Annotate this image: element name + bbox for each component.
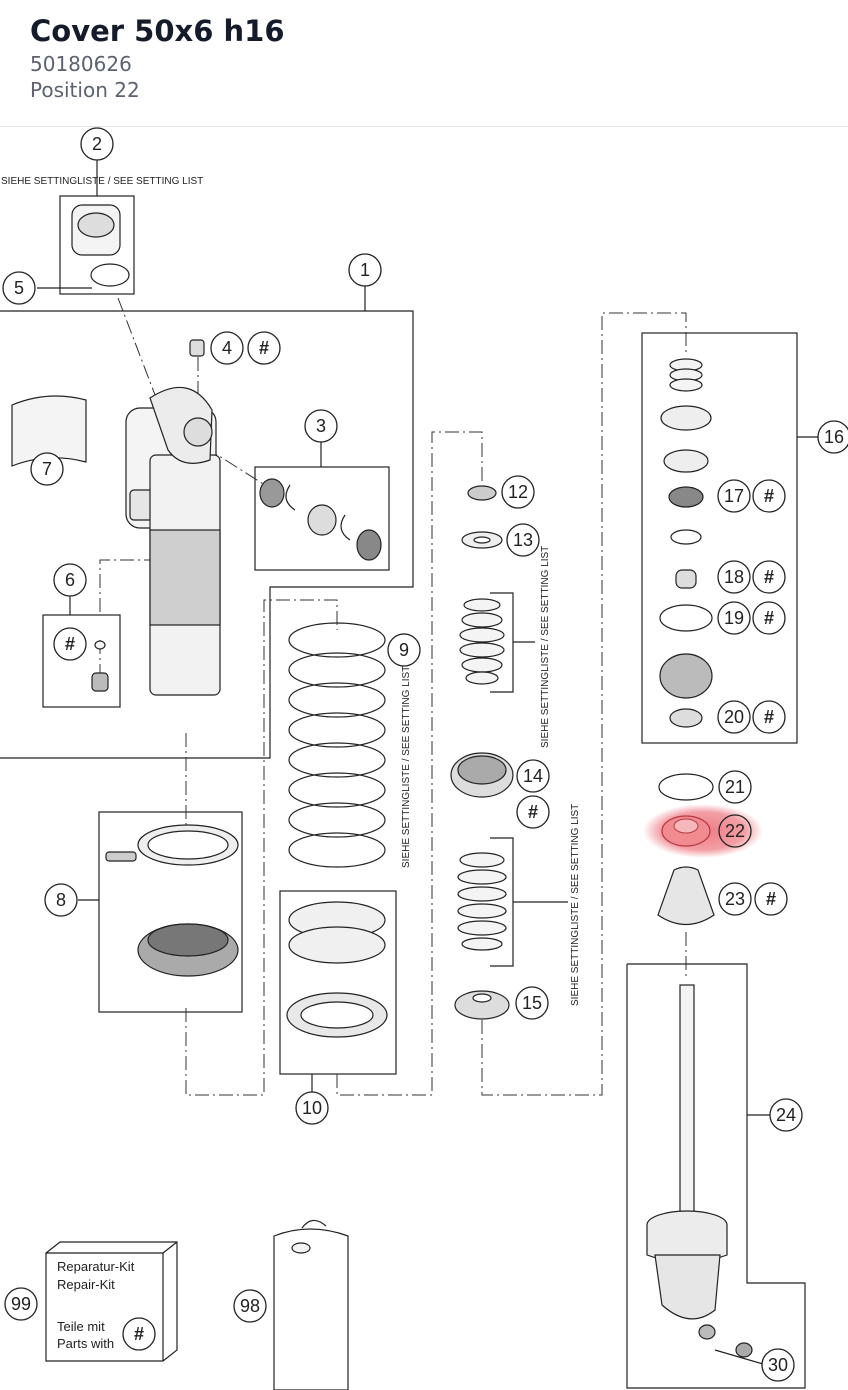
exploded-parts-diagram: SIEHE SETTINGLISTE / SEE SETTING LIST SI… xyxy=(0,127,848,1390)
hash-marker: # xyxy=(764,486,774,506)
callout-circle-1 xyxy=(348,253,382,287)
callout-circle-8 xyxy=(44,883,78,917)
callout-label-7: 7 xyxy=(42,459,52,479)
callout-circle-24 xyxy=(769,1098,803,1132)
callout-circle-99 xyxy=(4,1287,38,1321)
callout-label-99: 99 xyxy=(11,1294,31,1314)
callout-circle-22 xyxy=(718,814,752,848)
callout-label-9: 9 xyxy=(399,640,409,660)
callout-label-23: 23 xyxy=(725,889,745,909)
callout-circle-18 xyxy=(717,560,751,594)
hash-marker: # xyxy=(134,1324,144,1344)
callout-circle-4 xyxy=(210,331,244,365)
callout-label-5: 5 xyxy=(14,278,24,298)
callout-label-22: 22 xyxy=(725,821,745,841)
callout-label-12: 12 xyxy=(508,482,528,502)
callout-label-8: 8 xyxy=(56,890,66,910)
hash-marker: # xyxy=(65,634,75,654)
page-header: Cover 50x6 h16 50180626 Position 22 xyxy=(0,0,848,127)
group-box-8 xyxy=(98,811,243,1013)
callout-circle-16 xyxy=(817,420,848,454)
callout-label-18: 18 xyxy=(724,567,744,587)
setting-note-spring: SIEHE SETTINGLISTE / SEE SETTING LIST xyxy=(401,666,412,868)
callout-label-30: 30 xyxy=(768,1355,788,1375)
callout-label-6: 6 xyxy=(65,570,75,590)
hash-marker: # xyxy=(259,338,269,358)
callout-circle-13 xyxy=(506,523,540,557)
hash-marker: # xyxy=(764,608,774,628)
callout-circle-30 xyxy=(761,1348,795,1382)
callout-label-19: 19 xyxy=(724,608,744,628)
group-box-1 xyxy=(0,310,414,759)
hash-marker-circle xyxy=(752,601,786,635)
group-box-3 xyxy=(254,466,390,571)
group-box-16 xyxy=(641,332,798,744)
hash-marker-circle xyxy=(247,331,281,365)
callout-circle-6 xyxy=(53,563,87,597)
hash-marker-circle xyxy=(53,627,87,661)
setting-note-stack-lower: SIEHE SETTINGLISTE / SEE SETTING LIST xyxy=(570,804,581,1006)
group-box-6 xyxy=(42,614,121,708)
hash-marker: # xyxy=(764,707,774,727)
callout-label-13: 13 xyxy=(513,530,533,550)
callout-circle-15 xyxy=(515,986,549,1020)
part-position: Position 22 xyxy=(30,78,140,102)
hash-marker-circle xyxy=(752,479,786,513)
callout-label-15: 15 xyxy=(522,993,542,1013)
hash-marker-circle xyxy=(752,560,786,594)
callout-circle-23 xyxy=(718,882,752,916)
repair-kit-line3: Teile mit xyxy=(57,1319,105,1334)
hash-marker-circle xyxy=(754,882,788,916)
callout-circle-14 xyxy=(516,759,550,793)
hash-marker-circle xyxy=(122,1317,156,1351)
hash-marker-circle xyxy=(752,700,786,734)
callout-circle-10 xyxy=(295,1091,329,1125)
callout-circle-3 xyxy=(304,409,338,443)
group-box-10 xyxy=(279,890,397,1075)
part-number: 50180626 xyxy=(30,52,132,76)
callout-circle-5 xyxy=(2,271,36,305)
callout-label-1: 1 xyxy=(360,260,370,280)
hash-marker: # xyxy=(528,802,538,822)
repair-kit-line2: Repair-Kit xyxy=(57,1277,115,1292)
callout-circle-19 xyxy=(717,601,751,635)
callout-label-4: 4 xyxy=(222,338,232,358)
hash-marker-circle xyxy=(516,795,550,829)
callout-circle-20 xyxy=(717,700,751,734)
callout-label-3: 3 xyxy=(316,416,326,436)
setting-note-horizontal: SIEHE SETTINGLISTE / SEE SETTING LIST xyxy=(1,176,203,187)
callout-circle-9 xyxy=(387,633,421,667)
repair-kit-line1: Reparatur-Kit xyxy=(57,1259,135,1274)
callout-label-16: 16 xyxy=(824,427,844,447)
callout-label-20: 20 xyxy=(724,707,744,727)
callout-circle-12 xyxy=(501,475,535,509)
group-box-24 xyxy=(626,963,806,1389)
callout-label-17: 17 xyxy=(724,486,744,506)
callout-circle-7 xyxy=(30,452,64,486)
hash-marker: # xyxy=(764,567,774,587)
callout-circle-98 xyxy=(233,1289,267,1323)
setting-note-stack-upper: SIEHE SETTINGLISTE / SEE SETTING LIST xyxy=(540,546,551,748)
callout-label-24: 24 xyxy=(776,1105,796,1125)
callout-circle-2 xyxy=(80,127,114,161)
callout-circle-17 xyxy=(717,479,751,513)
callout-label-10: 10 xyxy=(302,1098,322,1118)
callout-label-2: 2 xyxy=(92,134,102,154)
hash-marker: # xyxy=(766,889,776,909)
callout-label-98: 98 xyxy=(240,1296,260,1316)
repair-kit-line4: Parts with xyxy=(57,1336,114,1351)
part-title: Cover 50x6 h16 xyxy=(30,14,285,48)
callout-circle-21 xyxy=(718,770,752,804)
callout-label-21: 21 xyxy=(725,777,745,797)
callout-label-14: 14 xyxy=(523,766,543,786)
